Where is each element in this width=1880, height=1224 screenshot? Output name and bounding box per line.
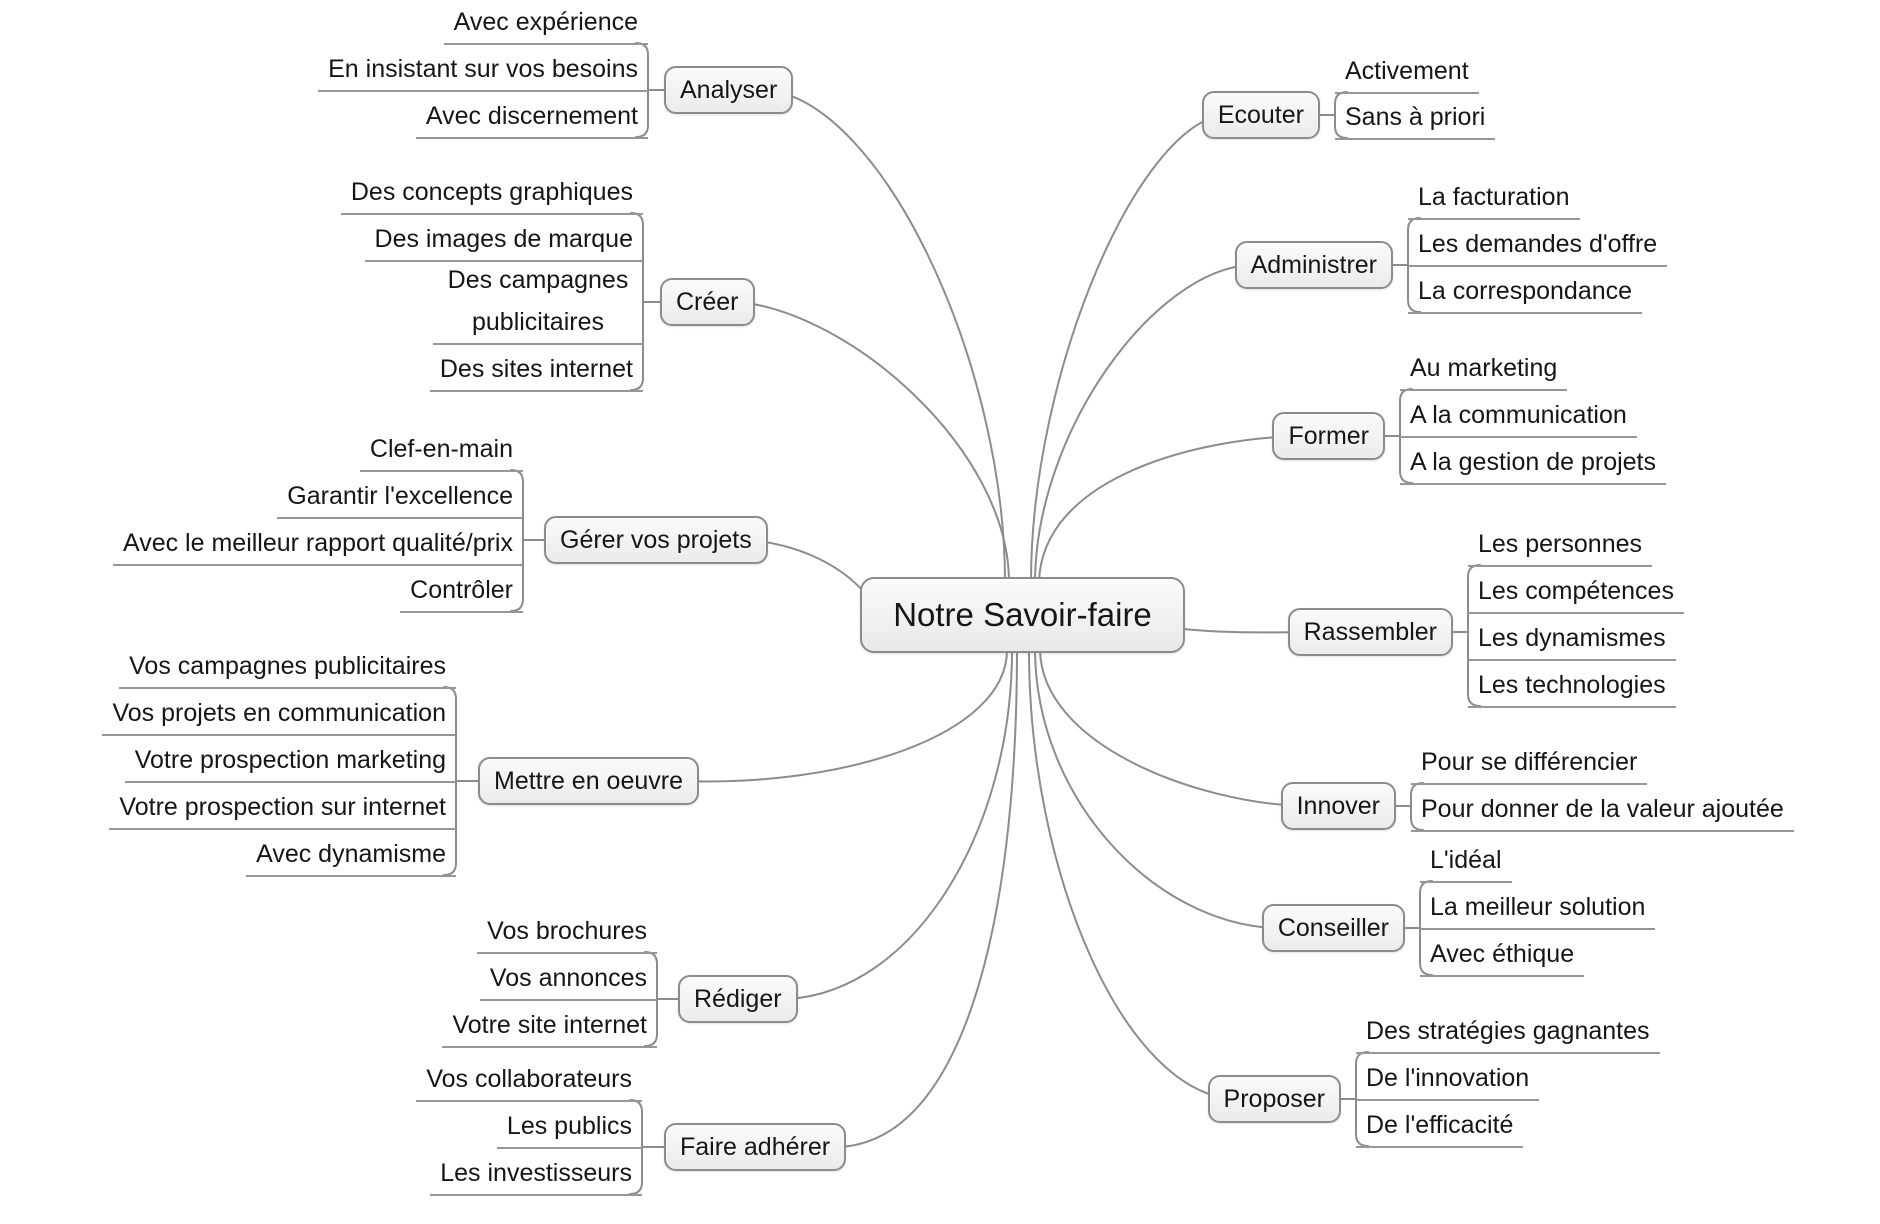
leaf-node[interactable]: Des stratégies gagnantes [1356, 1010, 1660, 1054]
leaf-node[interactable]: Avec éthique [1420, 933, 1585, 977]
leaf-node[interactable]: Garantir l'excellence [277, 475, 523, 519]
leaf-node[interactable]: En insistant sur vos besoins [318, 48, 648, 92]
leaf-node[interactable]: Avec discernement [415, 95, 648, 139]
leaf-node[interactable]: Des sites internet [429, 348, 643, 392]
branch-node-administrer[interactable]: Administrer [1234, 241, 1393, 289]
leaf-node[interactable]: Votre site internet [442, 1004, 657, 1048]
branch-node-analyser[interactable]: Analyser [664, 66, 794, 114]
branch-node-rediger[interactable]: Rédiger [678, 975, 798, 1023]
leaf-node[interactable]: Votre prospection marketing [124, 739, 456, 783]
leaf-node[interactable]: L'idéal [1420, 839, 1512, 883]
leaf-node[interactable]: Vos campagnes publicitaires [119, 645, 456, 689]
leaf-node[interactable]: Les personnes [1468, 523, 1653, 567]
root-node[interactable]: Notre Savoir-faire [860, 577, 1185, 653]
leaf-node[interactable]: La meilleur solution [1420, 886, 1656, 930]
branch-node-faire-adherer[interactable]: Faire adhérer [664, 1123, 847, 1171]
leaf-node[interactable]: Vos collaborateurs [416, 1058, 642, 1102]
leaf-node[interactable]: Avec le meilleur rapport qualité/prix [112, 522, 523, 566]
leaf-node[interactable]: Vos projets en communication [102, 692, 456, 736]
leaf-node[interactable]: A la communication [1400, 394, 1637, 438]
leaf-node[interactable]: Des images de marque [364, 218, 643, 262]
leaf-node[interactable]: Des concepts graphiques [340, 171, 643, 215]
branch-node-innover[interactable]: Innover [1280, 782, 1396, 830]
branch-node-rassembler[interactable]: Rassembler [1287, 608, 1453, 656]
leaf-node[interactable]: La facturation [1408, 176, 1580, 220]
branch-node-proposer[interactable]: Proposer [1207, 1075, 1341, 1123]
leaf-node[interactable]: Les publics [496, 1105, 642, 1149]
leaf-node[interactable]: Votre prospection sur internet [109, 786, 456, 830]
leaf-node[interactable]: Contrôler [400, 569, 523, 613]
leaf-node[interactable]: De l'innovation [1356, 1057, 1540, 1101]
leaf-node[interactable]: Vos brochures [477, 910, 657, 954]
leaf-node[interactable]: Les demandes d'offre [1408, 223, 1668, 267]
leaf-node[interactable]: Avec dynamisme [246, 833, 456, 877]
leaf-node[interactable]: A la gestion de projets [1400, 441, 1666, 485]
leaf-node[interactable]: Les investisseurs [430, 1152, 642, 1196]
branch-node-former[interactable]: Former [1272, 412, 1385, 460]
leaf-node[interactable]: Avec expérience [443, 1, 648, 45]
leaf-node[interactable]: La correspondance [1408, 270, 1643, 314]
branch-faire-adherer-lines [629, 649, 1018, 1195]
branch-node-mettre-en-oeuvre[interactable]: Mettre en oeuvre [478, 757, 699, 805]
leaf-node[interactable]: Sans à priori [1335, 96, 1496, 140]
leaf-node[interactable]: Clef-en-main [359, 428, 523, 472]
leaf-node[interactable]: Au marketing [1400, 347, 1568, 391]
leaf-node[interactable]: Pour se différencier [1411, 741, 1648, 785]
leaf-node[interactable]: Des campagnes publicitaires [433, 259, 643, 345]
leaf-node[interactable]: Les technologies [1468, 664, 1676, 708]
leaf-node[interactable]: Pour donner de la valeur ajoutée [1411, 788, 1794, 832]
branch-node-gerer-vos-projets[interactable]: Gérer vos projets [544, 516, 768, 564]
leaf-node[interactable]: Les compétences [1468, 570, 1684, 614]
leaf-node[interactable]: Activement [1335, 50, 1479, 94]
branch-proposer-lines [1028, 649, 1369, 1147]
branch-ecouter-lines [1030, 91, 1348, 583]
branch-node-ecouter[interactable]: Ecouter [1201, 91, 1320, 139]
branch-node-creer[interactable]: Créer [660, 278, 755, 326]
branch-node-conseiller[interactable]: Conseiller [1261, 904, 1405, 952]
leaf-node[interactable]: Vos annonces [479, 957, 657, 1001]
leaf-node[interactable]: De l'efficacité [1356, 1104, 1524, 1148]
leaf-node[interactable]: Les dynamismes [1468, 617, 1676, 661]
